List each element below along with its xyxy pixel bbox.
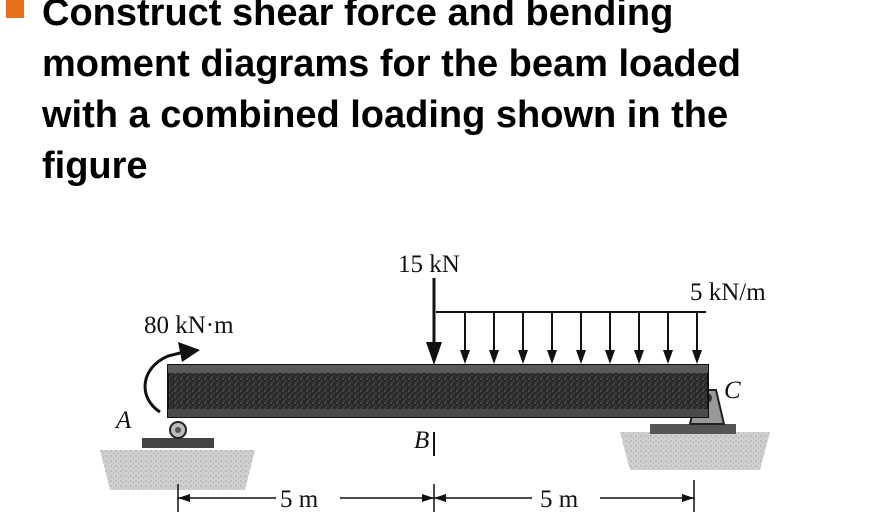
- dimension-lines: [177, 480, 695, 512]
- slide-title: Construct shear force and bending moment…: [42, 0, 862, 192]
- point-a-label: A: [114, 407, 132, 434]
- bullet-square-icon: [6, 0, 24, 18]
- roller-support-a: [169, 421, 187, 439]
- point-load-arrow: [426, 278, 442, 365]
- beam: [167, 364, 709, 418]
- span-ab-label: 5 m: [280, 486, 319, 513]
- point-b-label: B: [414, 427, 429, 454]
- ground-a: [100, 438, 255, 490]
- title-line-2: moment diagrams for the beam loaded: [42, 43, 741, 85]
- moment-arrow: [143, 342, 200, 414]
- title-line-4: figure: [42, 145, 148, 187]
- span-bc-label: 5 m: [540, 486, 579, 513]
- moment-label: 80 kN·m: [144, 312, 234, 339]
- point-load-label: 15 kN: [398, 251, 460, 278]
- point-c-label: C: [724, 377, 741, 404]
- title-line-3: with a combined loading shown in the: [42, 94, 729, 136]
- distributed-load: [436, 311, 706, 364]
- dimension-arrowheads: [178, 494, 694, 502]
- distributed-load-label: 5 kN/m: [690, 279, 766, 306]
- title-line-1: Construct shear force and bending: [42, 0, 674, 34]
- ground-c: [620, 424, 770, 470]
